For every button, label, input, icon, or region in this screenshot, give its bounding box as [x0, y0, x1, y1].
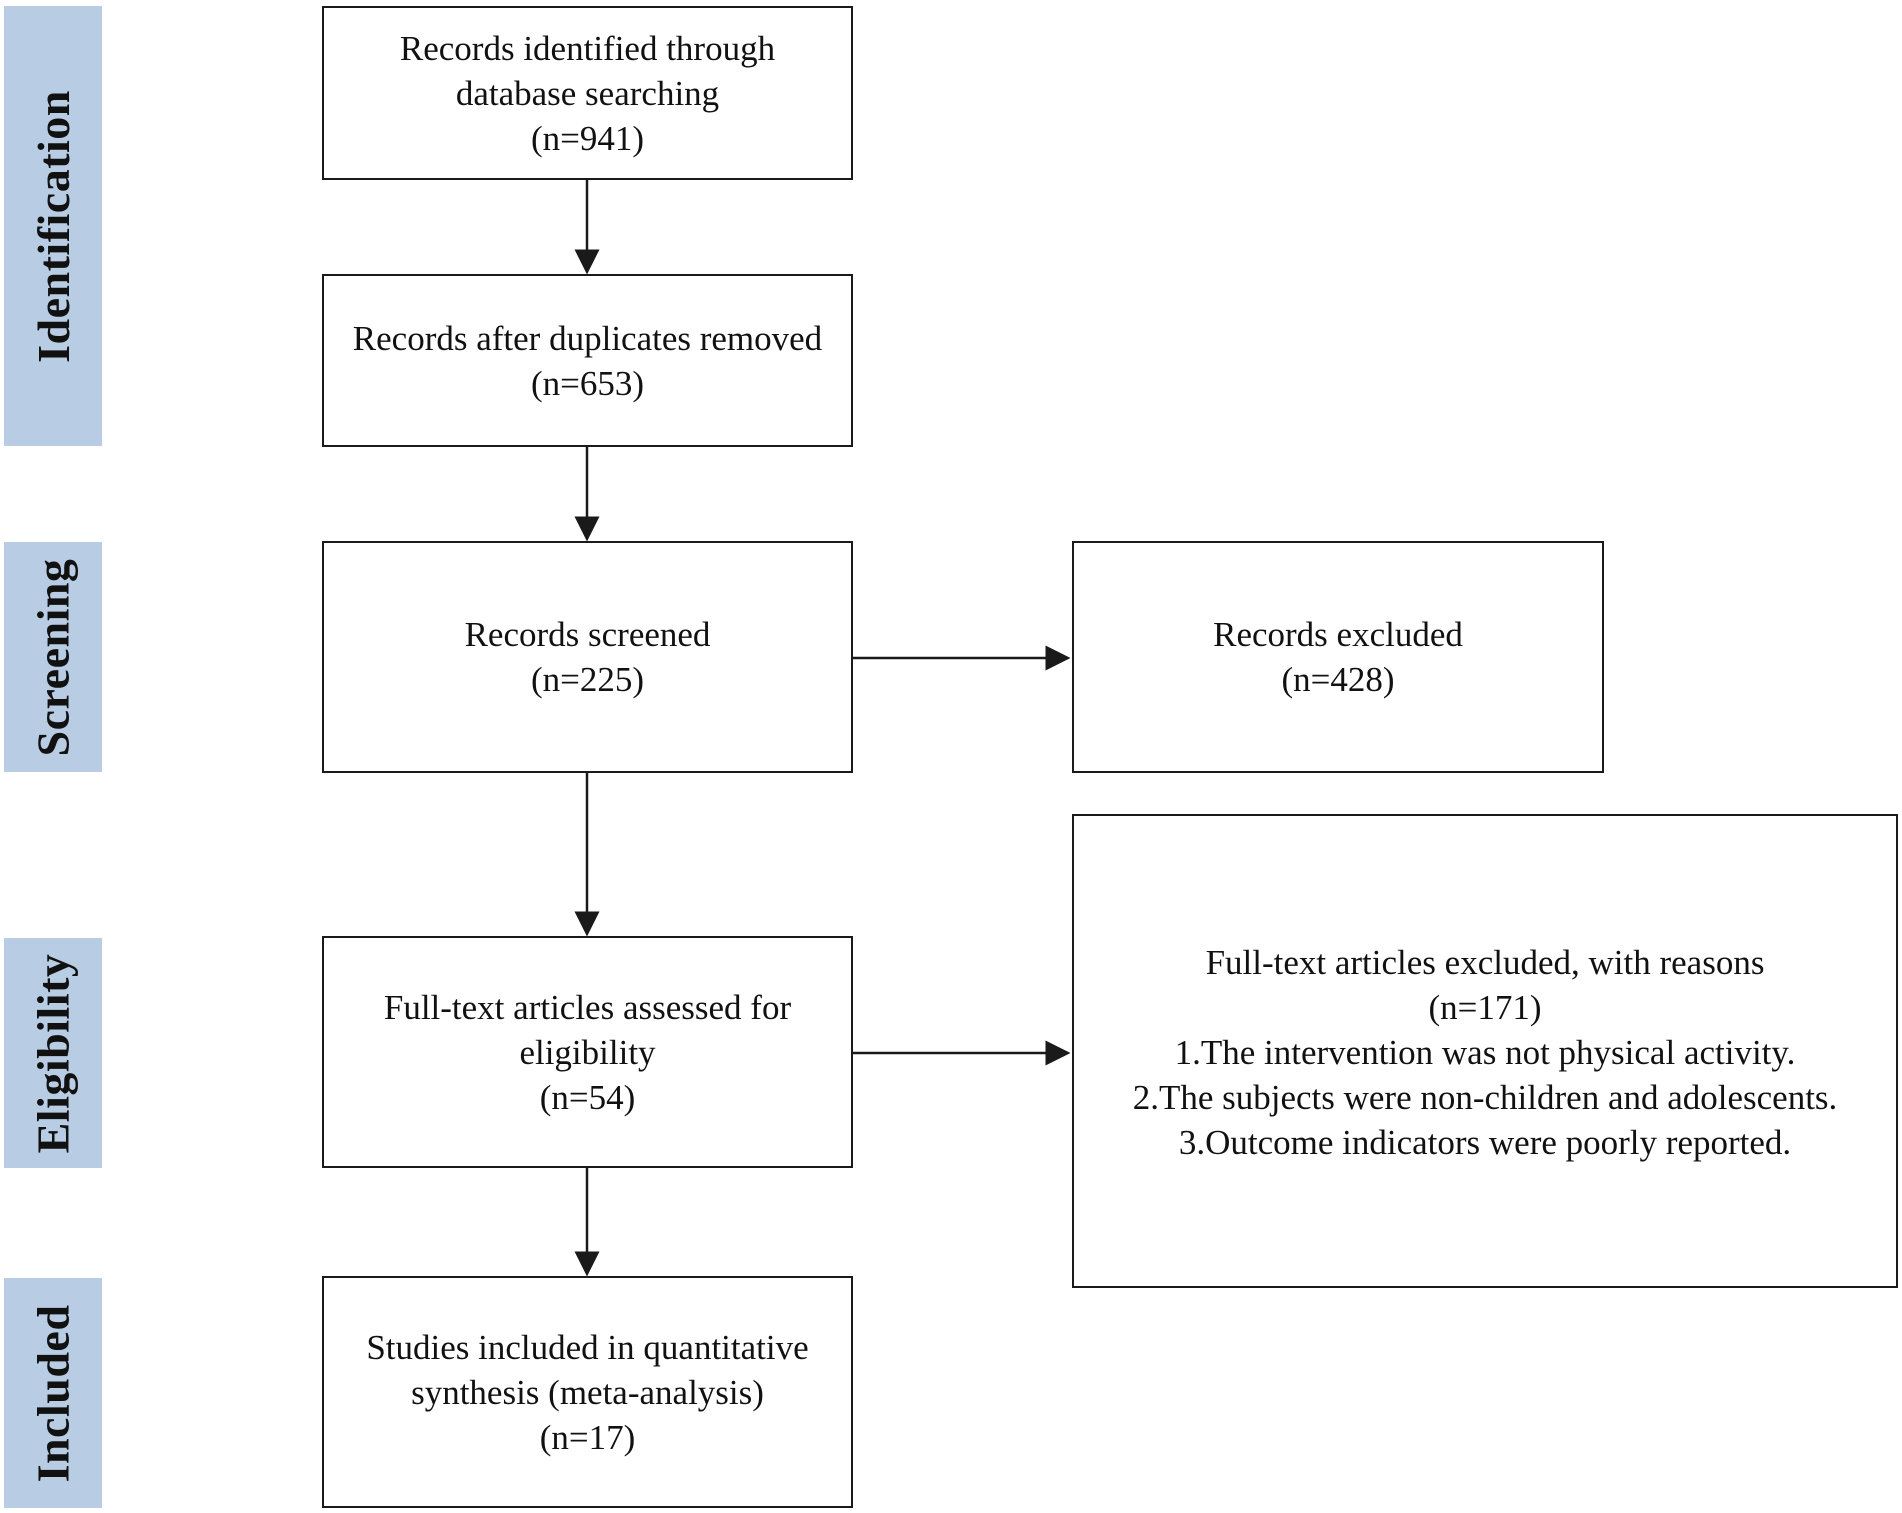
exclusion-reason: 2.The subjects were non-children and ado…: [1132, 1078, 1838, 1117]
box-fulltext-assessed: Full-text articles assessed for eligibil…: [322, 936, 853, 1168]
box-records-screened: Records screened (n=225): [322, 541, 853, 773]
box-count: (n=428): [1281, 660, 1395, 699]
box-text-line: Studies included in quantitative: [366, 1327, 809, 1367]
box-text-line: Records identified through: [399, 28, 776, 68]
box-text-line: database searching: [455, 73, 720, 113]
phase-identification: Identification: [4, 6, 102, 446]
box-count: (n=171): [1428, 988, 1542, 1027]
box-text-line: Records after duplicates removed: [352, 318, 823, 358]
box-count: (n=225): [530, 660, 645, 699]
exclusion-reason: 3.Outcome indicators were poorly reporte…: [1178, 1123, 1792, 1162]
phase-included: Included: [4, 1278, 102, 1508]
box-text-line: synthesis (meta-analysis): [411, 1372, 764, 1412]
box-text-line: Records screened: [464, 615, 711, 654]
phase-screening: Screening: [4, 542, 102, 772]
exclusion-reason: 1.The intervention was not physical acti…: [1174, 1033, 1796, 1072]
box-records-deduplicated: Records after duplicates removed (n=653): [322, 274, 853, 447]
box-studies-included: Studies included in quantitative synthes…: [322, 1276, 853, 1508]
box-text-line: Records excluded: [1213, 615, 1463, 654]
box-fulltext-excluded: Full-text articles excluded, with reason…: [1072, 814, 1898, 1288]
phase-eligibility: Eligibility: [4, 938, 102, 1168]
box-text-line: Full-text articles assessed for: [383, 987, 792, 1027]
box-records-excluded: Records excluded (n=428): [1072, 541, 1604, 773]
box-text-line: Full-text articles excluded, with reason…: [1205, 943, 1765, 982]
box-count: (n=941): [530, 118, 645, 158]
box-count: (n=54): [539, 1077, 636, 1117]
box-count: (n=17): [539, 1417, 636, 1457]
box-count: (n=653): [530, 363, 645, 403]
box-text-line: eligibility: [519, 1032, 656, 1072]
box-records-identified: Records identified through database sear…: [322, 6, 853, 180]
